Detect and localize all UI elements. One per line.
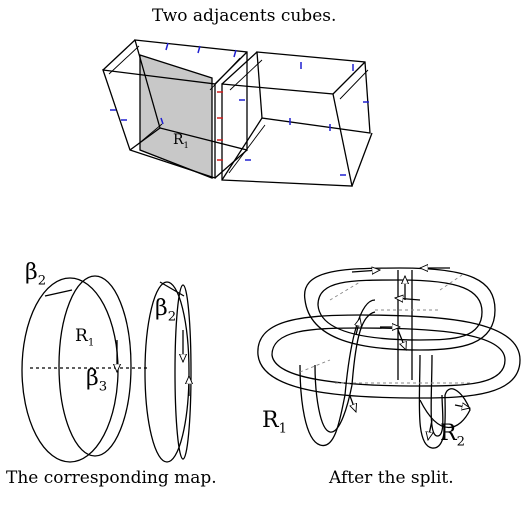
label-beta2-left: β2 bbox=[25, 260, 47, 289]
label-beta2-right: β2 bbox=[155, 296, 177, 325]
map-left-region bbox=[21, 275, 150, 463]
label-beta3: β3 bbox=[86, 366, 108, 395]
split-diagram bbox=[257, 268, 521, 449]
label-cube-R1: R1 bbox=[173, 132, 189, 150]
edge-ticks-red bbox=[217, 91, 223, 161]
split-hidden-lines bbox=[299, 274, 470, 384]
label-split-R2: R2 bbox=[440, 421, 465, 450]
map-right-region bbox=[144, 281, 191, 463]
cube-left bbox=[102, 39, 248, 179]
cube-right bbox=[221, 51, 373, 187]
label-map-R1: R1 bbox=[75, 326, 95, 349]
shaded-region bbox=[139, 54, 213, 179]
caption-bottom-right: After the split. bbox=[329, 468, 454, 488]
label-split-R1: R1 bbox=[262, 408, 287, 437]
edge-ticks-blue bbox=[110, 42, 369, 176]
caption-bottom-left: The corresponding map. bbox=[6, 468, 217, 488]
caption-top: Two adjacents cubes. bbox=[152, 6, 337, 26]
